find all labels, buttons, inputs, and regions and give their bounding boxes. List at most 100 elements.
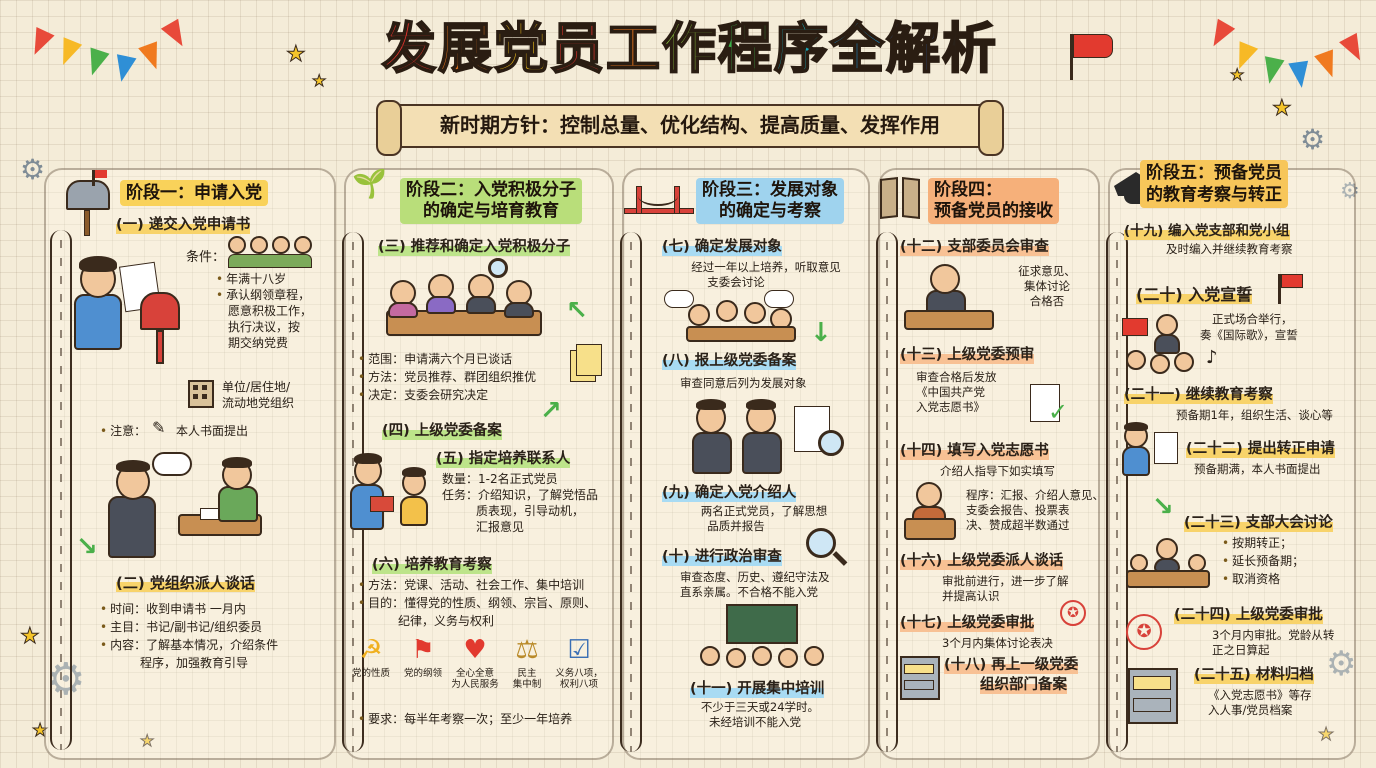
s5-list-item: 任务：介绍知识，了解党悟品 xyxy=(442,488,599,502)
stage5-title-line1: 阶段五：预备党员 xyxy=(1146,163,1282,183)
arrow-icon: ↘ xyxy=(76,532,98,562)
review-figure xyxy=(678,396,858,476)
step-21-text: 预备期1年，组织生活、谈心等 xyxy=(1176,408,1333,422)
s3-list-item: 决定：支委会研究决定 xyxy=(358,388,488,403)
step-25-text-2: 入人事/党员档案 xyxy=(1208,703,1293,717)
cond-list-item: 年满十八岁 xyxy=(216,272,286,287)
step-20-heading: (二十) 入党宣誓 xyxy=(1136,285,1253,304)
step-7-text-2: 支委会讨论 xyxy=(707,275,765,289)
step-14-heading: (十四) 填写入党志愿书 xyxy=(900,442,1049,460)
step-16-text-2: 并提高认识 xyxy=(942,589,1000,603)
scales-icon: ⚖ xyxy=(515,635,539,665)
title-char: 工 xyxy=(605,16,662,81)
meeting-figure xyxy=(380,258,550,342)
s5-list-item: 汇报意见 xyxy=(476,520,525,534)
step-11-text-1: 不少于三天或24学时。 xyxy=(700,700,820,714)
cond-list-item: 承认纲领章程， xyxy=(216,288,310,303)
step-8-heading: (八) 报上级党委备案 xyxy=(662,352,797,370)
step-16-text-1: 审批前进行，进一步了解 xyxy=(942,574,1069,588)
star-icon: ★ xyxy=(1317,724,1335,746)
path-road xyxy=(1106,232,1128,752)
note-label: 注意： xyxy=(100,424,146,439)
s2-list-item: 主目：书记/副书记/组织委员 xyxy=(100,620,262,635)
sprout-icon: 🌱 xyxy=(352,167,387,200)
arrow-icon: ↗ xyxy=(540,396,562,426)
step-15-text-2: 支委会报告、投票表 xyxy=(966,503,1070,517)
party-org-line2: 流动地党组织 xyxy=(222,396,295,410)
page-title: 发展党员工作程序全解析 xyxy=(330,16,1050,82)
step-10-text-1: 审查态度、历史、遵纪守法及 xyxy=(680,570,830,584)
talk-scene-figure xyxy=(108,452,278,562)
s6-list-item: 纪律，义务与权利 xyxy=(398,614,495,628)
applicant-writing-figure xyxy=(1120,422,1190,482)
step-12-text-2: 集体讨论 xyxy=(1024,279,1070,293)
s2-list-item: 内容：了解基本情况，介绍条件 xyxy=(100,638,278,653)
stage2-title-line1: 阶段二：入党积极分子 xyxy=(406,180,576,200)
step-14-text: 介绍人指导下如实填写 xyxy=(940,464,1055,478)
step-25-text-1: 《入党志愿书》等存 xyxy=(1208,688,1312,702)
step-15-text-3: 决、赞成超半数通过 xyxy=(966,518,1070,532)
step-20-text-1: 正式场合举行， xyxy=(1212,312,1293,326)
step-13-heading: (十三) 上级党委预审 xyxy=(900,346,1035,364)
step-17-text: 3个月内集体讨论表决 xyxy=(942,636,1053,650)
s6-list-item: 目的：懂得党的性质、纲领、宗旨、原则、 xyxy=(358,596,596,611)
s23-list-item: 按期转正； xyxy=(1222,536,1292,551)
step-3-heading: (三) 推荐和确定入党积极分子 xyxy=(378,238,571,256)
education-icon-label: 民主 集中制 xyxy=(512,668,542,690)
star-icon: ★ xyxy=(20,624,41,649)
step-7-heading: (七) 确定发展对象 xyxy=(662,238,782,256)
step-18-heading-1: (十八) 再上一级党委 xyxy=(944,656,1079,674)
star-icon: ★ xyxy=(286,42,307,67)
cond-list-item: 愿意积极工作， xyxy=(228,304,313,318)
stage3-title: 阶段三：发展对象 的确定与考察 xyxy=(696,178,844,224)
step-22-text: 预备期满，本人书面提出 xyxy=(1194,462,1321,476)
training-figure xyxy=(696,602,836,672)
step-2-heading: (二) 党组织派人谈话 xyxy=(116,574,255,592)
music-note-icon: ♪ xyxy=(1206,347,1218,368)
star-icon: ★ xyxy=(311,71,327,91)
path-road xyxy=(620,232,642,752)
cond-list-item: 执行决议，按 xyxy=(228,320,301,334)
step-22-heading: (二十二) 提出转正申请 xyxy=(1186,440,1335,458)
pencil-icon: ✎ xyxy=(152,418,166,437)
stage4-title: 阶段四： 预备党员的接收 xyxy=(928,178,1059,224)
mentor-figure xyxy=(348,450,438,540)
s5-list-item: 数量：1-2名正式党员 xyxy=(442,472,558,486)
step-15-text-1: 程序：汇报、介绍人意见、 xyxy=(966,488,1104,502)
step-19-heading: (十九) 编入党支部和党小组 xyxy=(1124,222,1290,240)
title-char: 程 xyxy=(717,16,774,81)
committee-figure xyxy=(900,264,1000,334)
subtitle-banner: 新时期方针：控制总量、优化结构、提高质量、发挥作用 xyxy=(376,100,1004,156)
heart-icon: ♥ xyxy=(463,635,487,665)
gear-icon: ⚙ xyxy=(20,153,46,186)
s23-list-item: 取消资格 xyxy=(1222,572,1280,587)
step-18-heading-2: 组织部门备案 xyxy=(980,676,1067,694)
path-road xyxy=(876,232,898,752)
step-12-text-3: 合格否 xyxy=(1029,294,1065,308)
s3-list-item: 范围：申请满六个月已谈话 xyxy=(358,352,512,367)
step-11-heading: (十一) 开展集中培训 xyxy=(690,680,825,698)
title-char: 解 xyxy=(885,16,942,81)
step-20-text-2: 奏《国际歌》，宣誓 xyxy=(1200,328,1298,342)
star-icon: ★ xyxy=(31,720,49,742)
stage3-title-line2: 的确定与考察 xyxy=(719,201,821,221)
title-char: 展 xyxy=(437,16,494,81)
arrow-icon: ↘ xyxy=(1152,492,1174,522)
step-13-text-2: 《中国共产党 xyxy=(916,385,985,399)
star-icon: ★ xyxy=(139,731,155,751)
step-4-heading: (四) 上级党委备案 xyxy=(382,422,502,440)
step-8-text: 审查同意后列为发展对象 xyxy=(680,376,807,390)
stage2-title: 阶段二：入党积极分子 的确定与培育教育 xyxy=(400,178,582,224)
voting-figure xyxy=(902,478,962,544)
step-16-heading: (十六) 上级党委派人谈话 xyxy=(900,552,1064,570)
title-char: 全 xyxy=(829,16,886,81)
s5-list-item: 质表现，引导动机， xyxy=(476,504,585,518)
step-21-heading: (二十一) 继续教育考察 xyxy=(1124,386,1273,404)
arrow-icon: ↓ xyxy=(810,318,832,348)
applicant-figure xyxy=(70,254,170,354)
step-25-heading: (二十五) 材料归档 xyxy=(1194,666,1314,684)
title-char: 作 xyxy=(661,16,718,81)
gear-icon: ⚙ xyxy=(1326,644,1357,684)
s2-list-item: 程序，加强教育引导 xyxy=(140,656,249,670)
note-text: 本人书面提出 xyxy=(176,424,249,438)
